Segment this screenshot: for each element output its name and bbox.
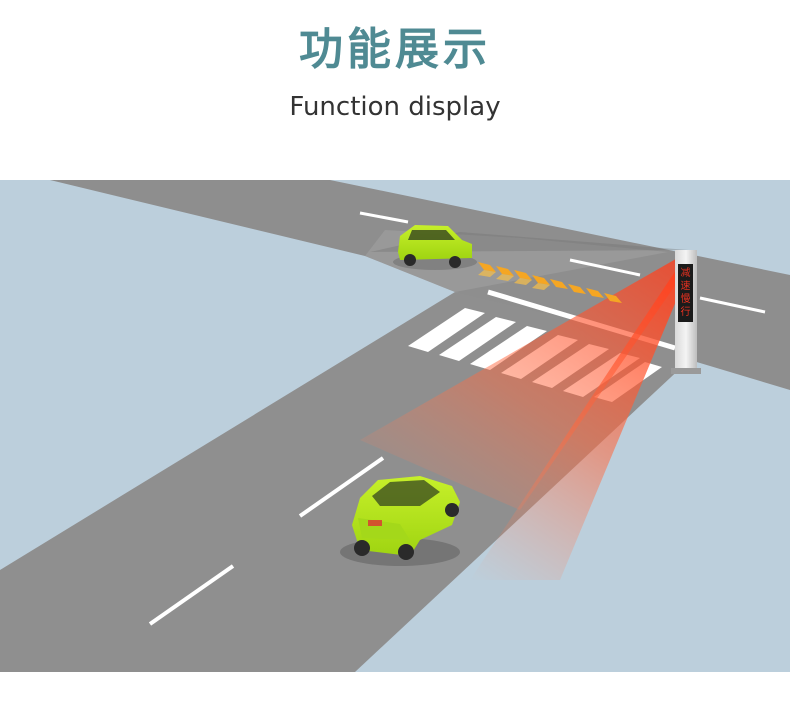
footer-spacer bbox=[0, 672, 790, 709]
page-subtitle: Function display bbox=[289, 92, 501, 122]
intersection-scene: 减 速 慢 行 bbox=[0, 180, 790, 672]
page-title: 功能展示 bbox=[299, 24, 491, 75]
cross-road-markings bbox=[359, 211, 766, 314]
far-car bbox=[393, 225, 477, 270]
near-car bbox=[340, 476, 460, 566]
sign-char-2: 速 bbox=[681, 280, 691, 292]
sign-char-1: 减 bbox=[681, 267, 691, 279]
warning-arrows bbox=[478, 262, 622, 303]
main-road-markings bbox=[148, 456, 385, 626]
header: 功能展示 Function display bbox=[0, 0, 790, 180]
radar-sign-pole: 减 速 慢 行 bbox=[671, 250, 701, 374]
sign-char-3: 慢 bbox=[681, 293, 691, 305]
illustration: 减 速 慢 行 bbox=[0, 180, 790, 672]
sign-char-4: 行 bbox=[681, 305, 691, 318]
